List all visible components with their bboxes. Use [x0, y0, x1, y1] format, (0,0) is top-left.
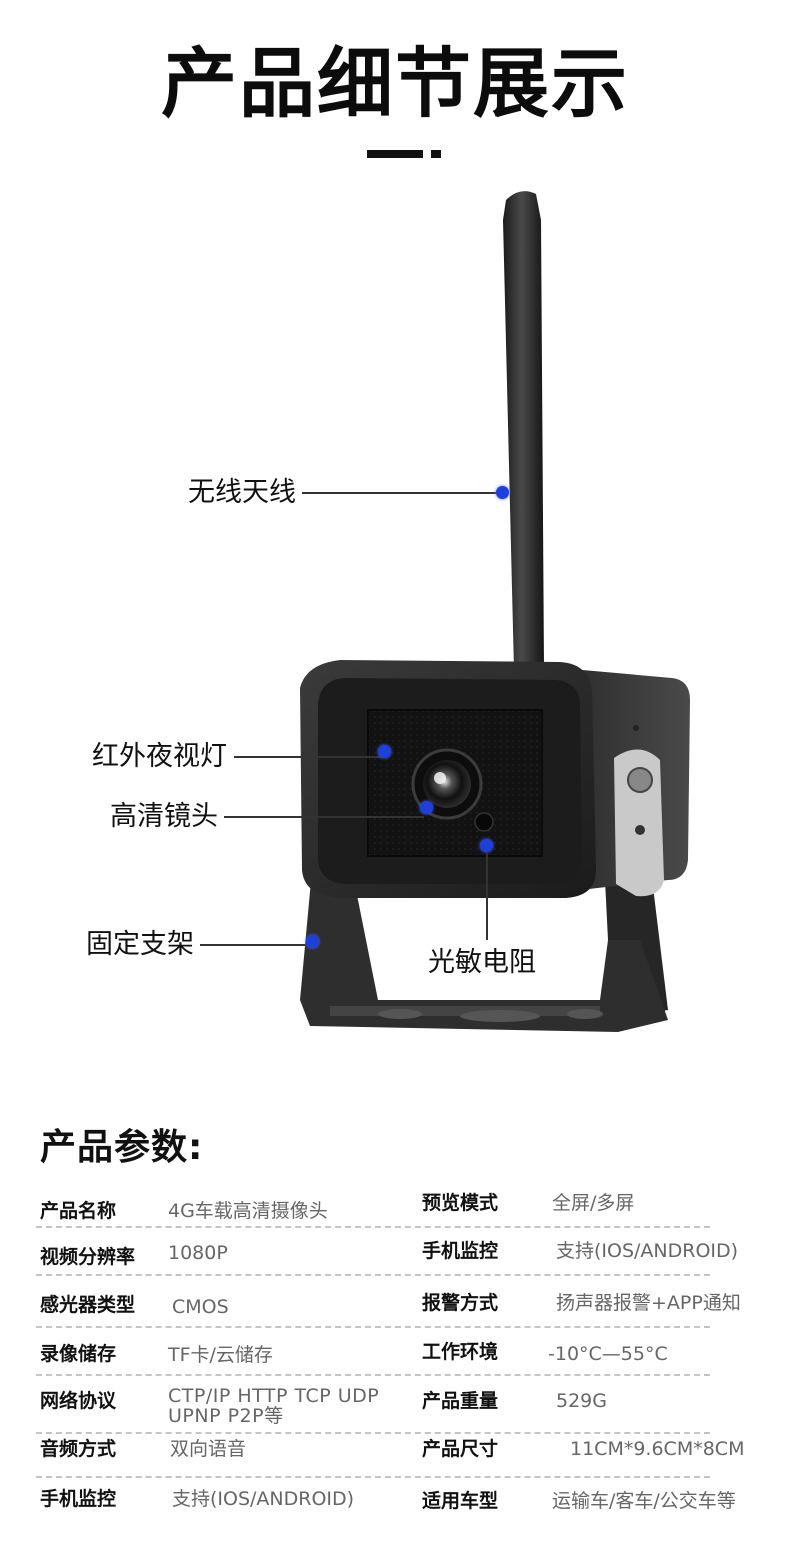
page-title: 产品细节展示	[161, 39, 629, 128]
callout-antenna-label: 无线天线	[188, 477, 296, 508]
callout-ir-light-dot	[378, 745, 391, 758]
callout-bracket-dot	[306, 935, 319, 948]
spec-label: 产品名称	[40, 1200, 117, 1222]
specs-heading: 产品参数:	[40, 1127, 204, 1168]
row-divider	[36, 1226, 710, 1228]
callout-bracket-line	[200, 944, 312, 946]
spec-value: 运输车/客车/公交车等	[552, 1490, 736, 1512]
spec-label: 产品尺寸	[422, 1438, 499, 1460]
row-divider	[36, 1326, 710, 1328]
spec-label: 预览模式	[422, 1192, 499, 1214]
spec-label: 音频方式	[40, 1438, 117, 1460]
spec-label: 手机监控	[422, 1240, 499, 1262]
camera-illustration: 无线天线 红外夜视灯 高清镜头 固定支架 光敏电阻	[0, 180, 790, 1050]
spec-label: 工作环境	[422, 1341, 499, 1363]
spec-label: 手机监控	[40, 1488, 117, 1510]
callout-photoresistor-label: 光敏电阻	[428, 947, 536, 978]
spec-value: 529G	[556, 1390, 607, 1412]
spec-value: 支持(IOS/ANDROID)	[556, 1240, 739, 1262]
spec-label: 适用车型	[422, 1490, 499, 1512]
spec-value: 双向语音	[170, 1438, 247, 1460]
callout-bracket-label: 固定支架	[86, 929, 194, 960]
callout-ir-light-label: 红外夜视灯	[92, 741, 227, 772]
spec-label: 录像储存	[40, 1343, 117, 1365]
spec-value: CMOS	[172, 1296, 229, 1318]
row-divider	[36, 1432, 710, 1434]
spec-value: TF卡/云储存	[168, 1344, 273, 1366]
spec-label: 报警方式	[422, 1292, 499, 1314]
callout-lens-label: 高清镜头	[110, 801, 218, 832]
callout-antenna-line	[302, 492, 502, 494]
spec-value: 4G车载高清摄像头	[168, 1200, 328, 1222]
spec-label: 网络协议	[40, 1390, 117, 1412]
title-underline-dot	[431, 150, 441, 158]
camera-image	[300, 191, 690, 1032]
callout-lens-dot	[420, 801, 433, 814]
callout-photoresistor-line	[486, 852, 488, 940]
callout-antenna-dot	[496, 486, 509, 499]
spec-value: 全屏/多屏	[552, 1192, 635, 1214]
callout-photoresistor-dot	[480, 839, 493, 852]
spec-value: CTP/IP HTTP TCP UDP UPNP P2P等	[168, 1385, 380, 1427]
specs-table: 产品名称 4G车载高清摄像头 视频分辨率 1080P 感光器类型 CMOS 录像…	[0, 1180, 790, 1558]
callout-ir-light-line	[234, 756, 382, 758]
spec-label: 感光器类型	[40, 1294, 136, 1316]
row-divider	[36, 1274, 710, 1276]
callout-lens-line	[224, 816, 424, 818]
spec-value: 支持(IOS/ANDROID)	[172, 1488, 355, 1510]
row-divider	[36, 1476, 710, 1478]
spec-label: 视频分辨率	[40, 1246, 136, 1268]
spec-value: -10°C—55°C	[548, 1343, 668, 1365]
row-divider	[36, 1374, 710, 1376]
title-underline	[367, 150, 423, 158]
spec-label: 产品重量	[422, 1390, 499, 1412]
spec-value: 11CM*9.6CM*8CM	[570, 1438, 745, 1460]
spec-value: 1080P	[168, 1242, 228, 1264]
spec-value: 扬声器报警+APP通知	[556, 1292, 741, 1314]
